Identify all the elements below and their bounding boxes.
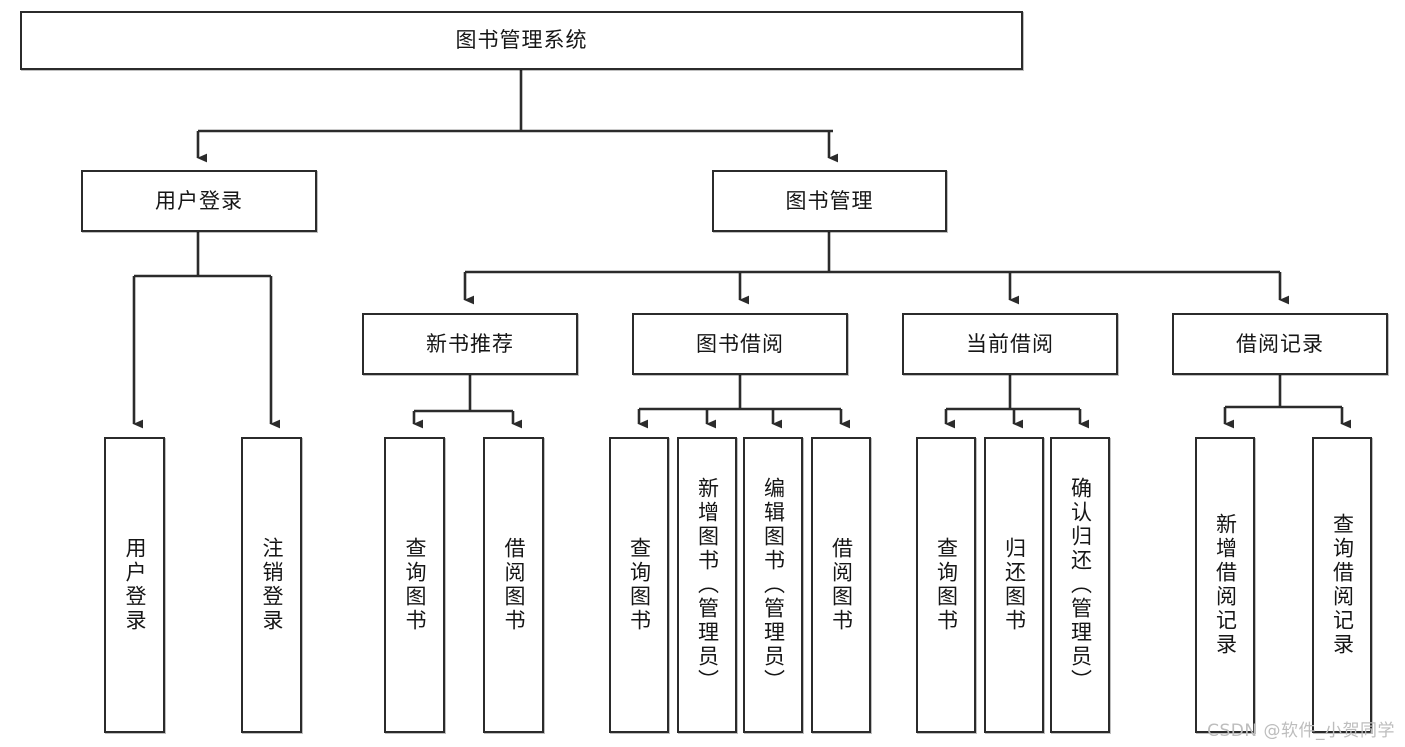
node-user-login[interactable]: 用户登录 <box>81 170 317 232</box>
node-label: 查询图书 <box>403 537 427 633</box>
node-label: 归还图书 <box>1002 537 1027 633</box>
node-label: 借阅记录 <box>1236 331 1324 356</box>
node-label: 新书推荐 <box>426 331 514 356</box>
node-leaf-query-book-3[interactable]: 查询图书 <box>916 437 976 733</box>
node-label: 查询图书 <box>934 537 959 633</box>
node-label: 用户登录 <box>155 188 243 213</box>
node-root[interactable]: 图书管理系统 <box>20 11 1023 70</box>
node-label: 图书管理 <box>785 188 874 213</box>
node-book-manage[interactable]: 图书管理 <box>712 170 947 232</box>
node-leaf-borrow-book-2[interactable]: 借阅图书 <box>811 437 871 733</box>
node-label: 新增借阅记录 <box>1213 513 1238 657</box>
node-borrow-record[interactable]: 借阅记录 <box>1172 313 1388 375</box>
node-leaf-user-login[interactable]: 用户登录 <box>104 437 165 733</box>
csdn-watermark: CSDN @软件_小贺同学 <box>1207 721 1395 741</box>
node-current-borrow[interactable]: 当前借阅 <box>902 313 1118 375</box>
node-leaf-confirm-return[interactable]: 确认归还（管理员） <box>1050 437 1110 733</box>
node-leaf-query-record[interactable]: 查询借阅记录 <box>1312 437 1372 733</box>
node-label: 编辑图书（管理员） <box>761 477 786 693</box>
node-label: 注销登录 <box>260 537 284 633</box>
node-leaf-return-book[interactable]: 归还图书 <box>984 437 1044 733</box>
node-leaf-add-book[interactable]: 新增图书（管理员） <box>677 437 737 733</box>
node-leaf-query-book-1[interactable]: 查询图书 <box>384 437 445 733</box>
node-label: 借阅图书 <box>829 537 854 633</box>
node-leaf-add-record[interactable]: 新增借阅记录 <box>1195 437 1255 733</box>
node-label: 当前借阅 <box>966 331 1054 356</box>
node-label: 借阅图书 <box>502 537 526 633</box>
node-leaf-user-logout[interactable]: 注销登录 <box>241 437 302 733</box>
node-book-borrow[interactable]: 图书借阅 <box>632 313 848 375</box>
node-label: 图书借阅 <box>696 331 784 356</box>
node-label: 确认归还（管理员） <box>1068 477 1093 693</box>
node-leaf-query-book-2[interactable]: 查询图书 <box>609 437 669 733</box>
node-label: 新增图书（管理员） <box>695 477 720 693</box>
node-new-book-recommend[interactable]: 新书推荐 <box>362 313 578 375</box>
node-label: 查询图书 <box>627 537 652 633</box>
node-label: 图书管理系统 <box>455 28 588 53</box>
node-label: 用户登录 <box>123 537 147 633</box>
node-leaf-edit-book[interactable]: 编辑图书（管理员） <box>743 437 803 733</box>
node-leaf-borrow-book-1[interactable]: 借阅图书 <box>483 437 544 733</box>
node-label: 查询借阅记录 <box>1330 513 1355 657</box>
